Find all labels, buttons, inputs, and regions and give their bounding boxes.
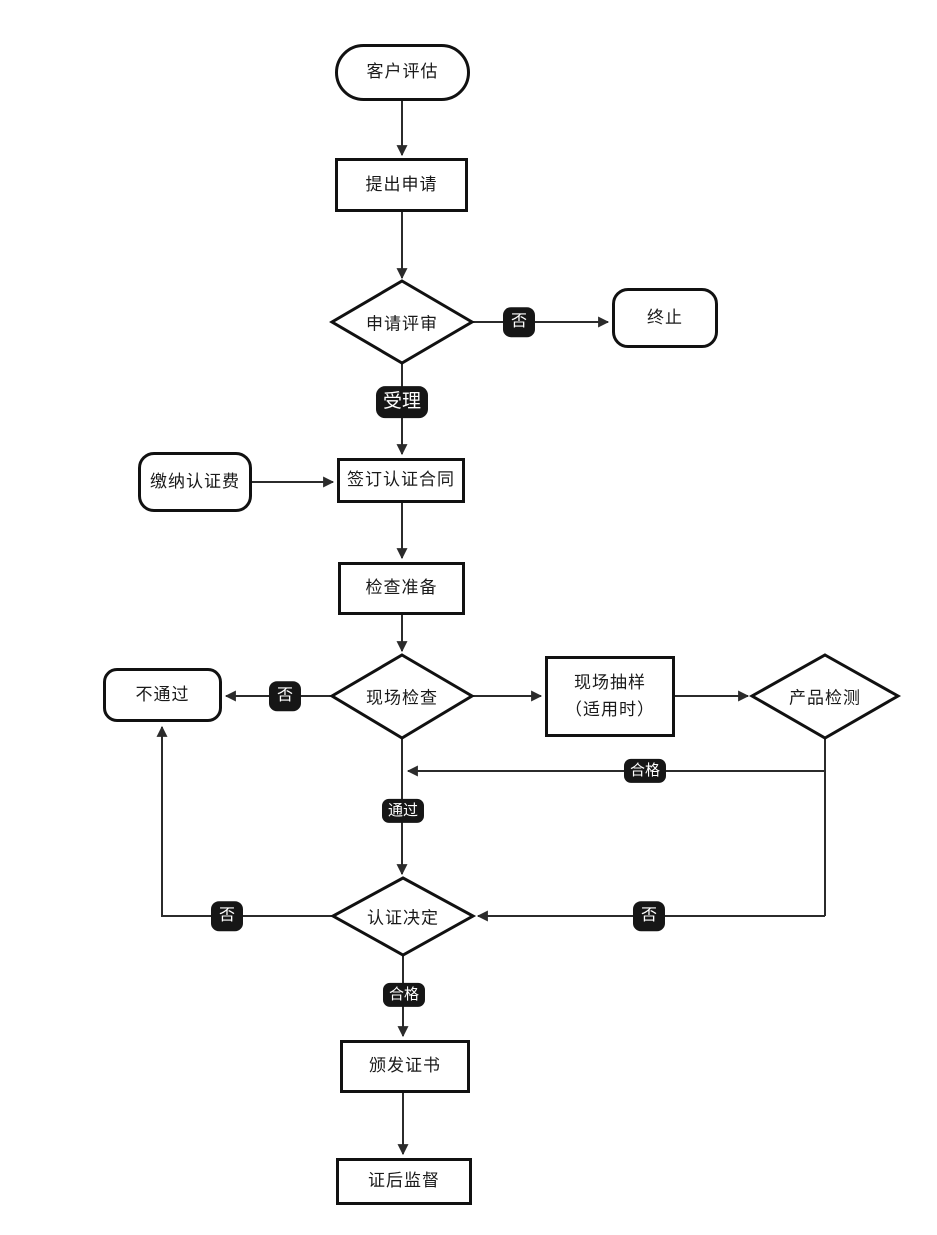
edge-decision-no-to-fail [156,725,333,917]
review-accept-badge: 受理 [375,386,429,418]
onsite-inspection-label: 现场检查 [366,688,438,708]
decision-no-left-badge: 否 [210,901,244,931]
inspection-no-badge: 否 [268,681,302,711]
application-review-label: 申请评审 [366,314,438,334]
decision-qualified-badge: 合格 [382,982,426,1008]
terminate-node: 终止 [612,288,718,348]
inspection-prep-node: 检查准备 [338,562,465,615]
product-testing-label: 产品检测 [789,688,861,708]
customer-eval-node: 客户评估 [335,44,470,101]
issue-certificate-node: 颁发证书 [340,1040,470,1093]
submit-application-node: 提出申请 [335,158,468,212]
onsite-sampling-node: 现场抽样 （适用时） [545,656,675,737]
post-cert-supervision-node: 证后监督 [336,1158,472,1205]
product-testing-diamond [748,653,902,740]
certification-decision-diamond [329,876,477,957]
pay-fee-node: 缴纳认证费 [138,452,252,512]
review-no-badge: 否 [502,307,536,337]
testing-qualified-badge: 合格 [623,758,667,784]
sign-contract-node: 签订认证合同 [337,458,465,503]
onsite-inspection-diamond [329,653,475,740]
fail-node: 不通过 [103,668,222,722]
decision-no-right-badge: 否 [632,901,666,931]
application-review-diamond [329,279,475,365]
inspection-pass-badge: 通过 [381,798,425,824]
certification-decision-label: 认证决定 [367,908,439,928]
